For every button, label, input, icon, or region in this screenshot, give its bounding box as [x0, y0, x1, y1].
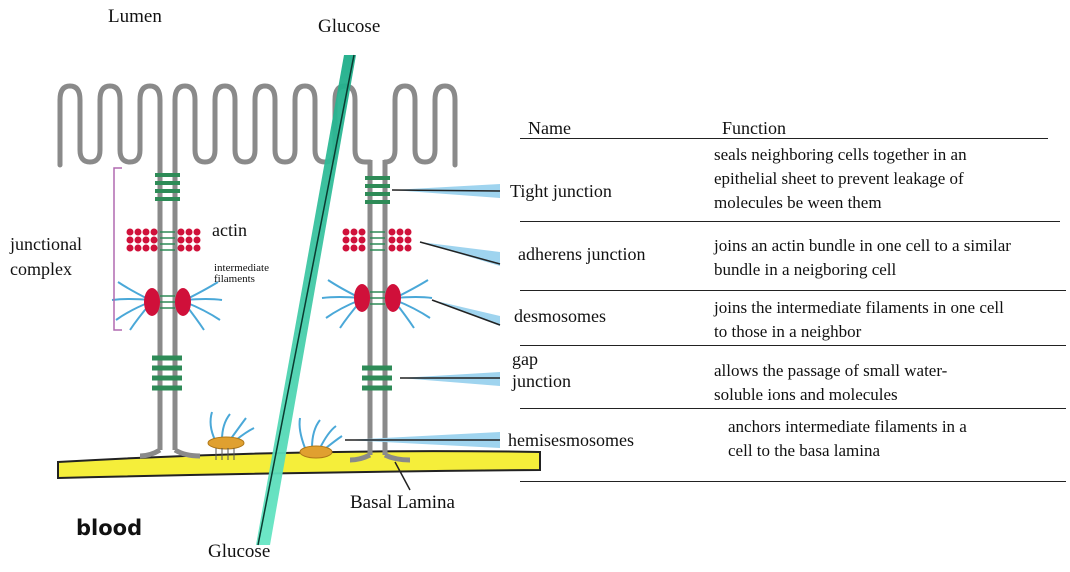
- row-name-hemisesmosomes: hemisesmosomes: [508, 430, 634, 451]
- intermediate-filaments-label: intermediate filaments: [214, 263, 269, 285]
- table-row-rule: [520, 221, 1060, 222]
- row-function-tight-junction: seals neighboring cells together in an e…: [714, 143, 967, 214]
- row-function-adherens-junction: joins an actin bundle in one cell to a s…: [714, 234, 1011, 282]
- row-name-adherens-junction: adherens junction: [518, 244, 645, 265]
- table-row-rule: [520, 345, 1066, 346]
- actin-label: actin: [212, 220, 247, 241]
- tight-junction-strands: [155, 175, 390, 202]
- lumen-label: Lumen: [108, 6, 162, 28]
- blood-label: blood: [76, 516, 142, 540]
- basal-lamina-label: Basal Lamina: [350, 492, 455, 514]
- row-name-gap-junction: gap junction: [512, 349, 571, 392]
- table-header-function: Function: [722, 118, 786, 139]
- glucose-bottom-label: Glucose: [208, 541, 270, 563]
- junctional-complex-bracket: [114, 168, 122, 330]
- row-function-desmosomes: joins the intermediate filaments in one …: [714, 296, 1004, 344]
- glucose-top-label: Glucose: [318, 16, 380, 38]
- basal-lamina: [58, 451, 540, 478]
- desmosome-plaques: [144, 284, 401, 316]
- microvilli-membrane: [60, 86, 455, 165]
- junctional-complex-label: junctional complex: [10, 232, 82, 282]
- row-function-hemisesmosomes: anchors intermediate filaments in a cell…: [728, 415, 967, 463]
- table-header-name: Name: [528, 118, 571, 139]
- row-name-tight-junction: Tight junction: [510, 181, 612, 202]
- table-row-rule: [520, 290, 1066, 291]
- table-row-rule: [520, 408, 1066, 409]
- table-bottom-rule: [520, 481, 1066, 482]
- table-header-rule: [520, 138, 1048, 139]
- row-function-gap-junction: allows the passage of small water- solub…: [714, 359, 947, 407]
- row-name-desmosomes: desmosomes: [514, 306, 606, 327]
- gap-junctions: [152, 358, 392, 388]
